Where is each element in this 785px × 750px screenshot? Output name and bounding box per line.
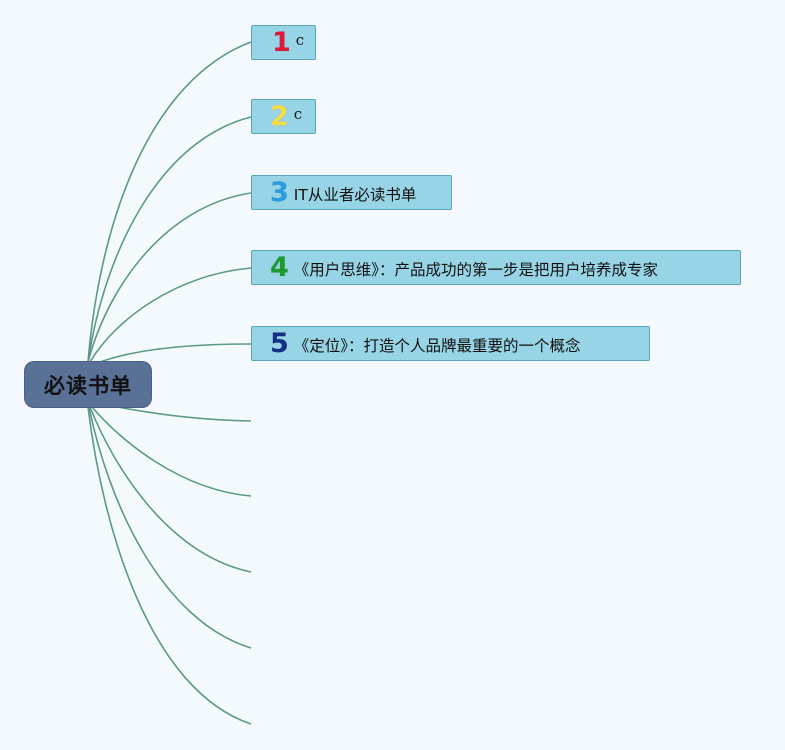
connector-empty-4: [88, 406, 252, 649]
topic-4[interactable]: 4 《用户思维》：产品成功的第一步是把用户培养成专家: [251, 250, 741, 285]
connector-empty-2: [91, 406, 252, 497]
central-topic[interactable]: 必读书单: [25, 362, 151, 407]
connector-topic-4: [89, 267, 252, 363]
topic-1[interactable]: 1 c: [251, 25, 316, 60]
topic-label: c: [293, 104, 303, 123]
priority-4-icon: 4: [270, 252, 289, 283]
priority-3-icon: 3: [270, 177, 289, 208]
connector-topic-2: [87, 116, 252, 363]
connector-topic-1: [87, 41, 252, 363]
topic-label: c: [295, 30, 305, 49]
connector-empty-3: [89, 406, 252, 573]
topic-label: 《定位》：打造个人品牌最重要的一个概念: [293, 336, 581, 355]
topic-label: 《用户思维》：产品成功的第一步是把用户培养成专家: [293, 260, 659, 279]
topic-3[interactable]: 3 IT从业者必读书单: [251, 175, 452, 210]
priority-2-icon: 2: [270, 101, 289, 132]
priority-5-icon: 5: [270, 328, 289, 359]
topic-5[interactable]: 5 《定位》：打造个人品牌最重要的一个概念: [251, 326, 650, 361]
priority-1-icon: 1: [272, 27, 291, 58]
topic-2[interactable]: 2 c: [251, 99, 316, 134]
connector-topic-3: [87, 192, 252, 363]
connector-empty-5: [87, 406, 252, 725]
topic-label: IT从业者必读书单: [293, 185, 417, 204]
connector-topic-5: [94, 343, 252, 365]
